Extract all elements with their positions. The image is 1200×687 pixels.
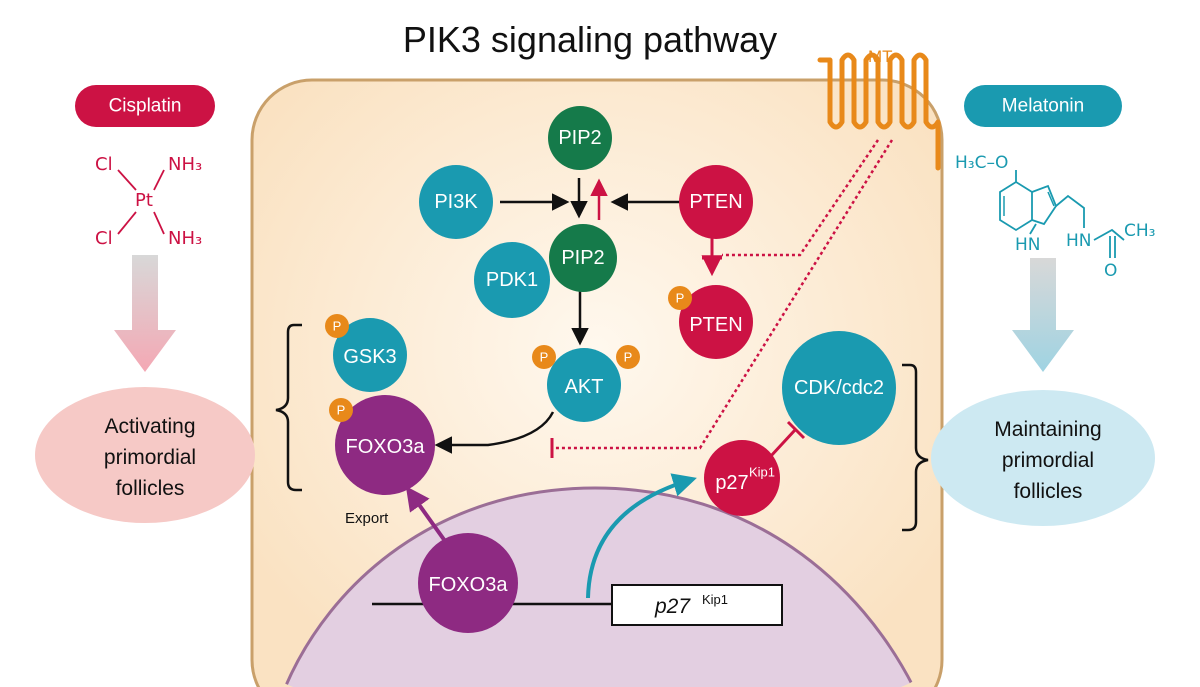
- akt-to-foxo3a-arrow: [434, 411, 555, 454]
- pten-label: PTEN: [689, 191, 742, 213]
- gene-box: [611, 584, 783, 626]
- node-pten-phospho: PTEN P: [668, 285, 753, 359]
- node-cdk-cdc2: CDK/cdc2: [782, 331, 896, 445]
- right-bracket: [902, 363, 929, 532]
- outcome-activating: Activating primordial follicles: [35, 387, 255, 523]
- node-akt: AKT P P: [532, 345, 640, 422]
- activating-line-3: follicles: [116, 477, 185, 500]
- pt-label: Pt: [135, 190, 153, 211]
- mt-to-pten-inhibition: [722, 139, 880, 257]
- node-pip2-top: PIP2: [548, 106, 612, 170]
- node-pip2-mid: PIP2: [549, 224, 617, 292]
- transcription-arrow: [586, 473, 697, 599]
- pip2-mid-label: PIP2: [561, 247, 604, 269]
- cl-top-label: Cl: [95, 154, 113, 175]
- nh3-top-label: NH₃: [168, 154, 202, 175]
- melatonin-flow-arrow: [1012, 258, 1074, 372]
- phospho-badge: [329, 398, 353, 422]
- gene-label: p27: [654, 595, 691, 618]
- node-pten: PTEN: [679, 165, 753, 239]
- nh-chain-label: HN: [1066, 231, 1092, 251]
- oxygen-label: O: [1104, 261, 1117, 281]
- cl-bottom-label: Cl: [95, 228, 113, 249]
- cisplatin-label: Cisplatin: [109, 96, 182, 117]
- pip2-top-label: PIP2: [558, 127, 601, 149]
- akt-label: AKT: [565, 376, 604, 398]
- node-foxo3a-nucleus: FOXO3a: [418, 533, 518, 633]
- phospho-badge-label: P: [676, 291, 685, 306]
- maintaining-line-1: Maintaining: [994, 418, 1101, 441]
- node-foxo3a-cytoplasm: FOXO3a P: [329, 395, 435, 495]
- melatonin-pill: Melatonin: [964, 85, 1122, 127]
- cdk-label: CDK/cdc2: [794, 377, 884, 399]
- node-gsk3: GSK3 P: [325, 314, 407, 392]
- phospho-badge-label: P: [337, 403, 346, 418]
- node-p27-kip1: p27 Kip1: [704, 440, 780, 516]
- pdk1-label: PDK1: [486, 269, 538, 291]
- gsk3-label: GSK3: [343, 346, 396, 368]
- cisplatin-structure: Cl NH₃ Pt Cl NH₃: [95, 154, 202, 249]
- cisplatin-flow-arrow: [114, 255, 176, 372]
- mt-receptor-icon: [817, 52, 941, 171]
- nh3-bottom-label: NH₃: [168, 228, 202, 249]
- maintaining-line-3: follicles: [1014, 480, 1083, 503]
- melatonin-label: Melatonin: [1002, 96, 1084, 117]
- node-pi3k: PI3K: [419, 165, 493, 239]
- pi3k-label: PI3K: [434, 191, 478, 213]
- cisplatin-pill: Cisplatin: [75, 85, 215, 127]
- export-arrow: [405, 486, 452, 550]
- cdk-inhibition-bar: [786, 420, 806, 440]
- foxo3a-cyto-label: FOXO3a: [346, 436, 426, 458]
- phospho-badge: [616, 345, 640, 369]
- pten-phospho-label: PTEN: [689, 314, 742, 336]
- foxo3a-nuc-label: FOXO3a: [429, 574, 509, 596]
- phospho-badge-label: P: [333, 319, 342, 334]
- phospho-badge-label: P: [624, 350, 633, 365]
- activating-line-2: primordial: [104, 446, 196, 469]
- maintaining-line-2: primordial: [1002, 449, 1094, 472]
- phospho-badge: [325, 314, 349, 338]
- left-bracket: [275, 323, 302, 492]
- mt-label: MT: [868, 47, 893, 66]
- phospho-badge: [668, 286, 692, 310]
- p27-superscript: Kip1: [749, 465, 775, 480]
- methoxy-label: H₃C–O: [955, 153, 1008, 173]
- mt-to-akt-inhibition: [552, 139, 894, 450]
- melatonin-structure: H₃C–O HN HN CH₃ O: [955, 153, 1155, 281]
- phospho-badge: [532, 345, 556, 369]
- export-label: Export: [345, 510, 389, 527]
- phospho-badge-label: P: [540, 350, 549, 365]
- outcome-maintaining: Maintaining primordial follicles: [931, 390, 1155, 526]
- nh-ring-label: HN: [1015, 235, 1041, 255]
- p27-label: p27: [715, 472, 748, 494]
- activating-line-1: Activating: [104, 415, 195, 438]
- node-pdk1: PDK1: [474, 242, 550, 318]
- ch3-label: CH₃: [1124, 221, 1155, 241]
- page-title: PIK3 signaling pathway: [403, 19, 777, 60]
- gene-label-superscript: Kip1: [702, 592, 728, 607]
